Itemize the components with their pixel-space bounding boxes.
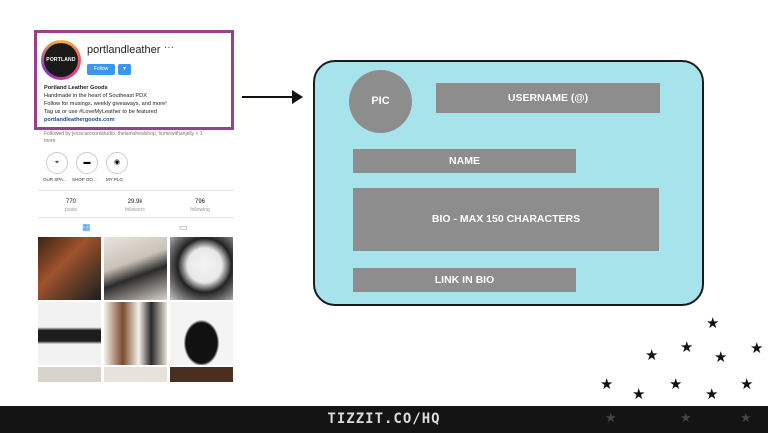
suggested-dropdown-button[interactable]: ▾	[118, 64, 131, 75]
star-icon: ★	[645, 347, 659, 364]
posts-label: posts	[65, 207, 77, 213]
bio-placeholder: BIO - MAX 150 CHARACTERS	[353, 188, 659, 251]
follow-button[interactable]: Follow	[87, 64, 115, 75]
star-icon: ★	[705, 386, 719, 403]
followers-count[interactable]: 29.9k	[127, 199, 143, 205]
location-pin-icon[interactable]: ⌖	[46, 152, 68, 174]
photo-shop-display[interactable]	[104, 302, 167, 365]
star-icon: ★	[632, 386, 646, 403]
star-icon: ★	[605, 410, 617, 425]
followers-label[interactable]: followers	[125, 207, 145, 213]
photo-partial[interactable]	[104, 367, 167, 382]
star-icon: ★	[750, 340, 764, 357]
more-link[interactable]: more	[44, 138, 56, 144]
star-icon: ★	[706, 315, 720, 332]
photo-leather-bags[interactable]	[38, 237, 101, 300]
star-icon: ★	[669, 376, 683, 393]
star-icon: ★	[740, 376, 754, 393]
divider	[38, 190, 234, 191]
link-placeholder: LINK IN BIO	[353, 268, 576, 292]
bio-line: Tag us or use #LoveMyLeather to be featu…	[44, 109, 157, 115]
avatar[interactable]: PORTLAND	[44, 43, 78, 77]
profile-link[interactable]: portlandleathergoods.com	[44, 117, 115, 123]
photo-dog[interactable]	[170, 237, 233, 300]
van-icon[interactable]: ▬	[76, 152, 98, 174]
pic-placeholder: PIC	[349, 70, 412, 133]
star-icon: ★	[680, 410, 692, 425]
divider	[38, 217, 234, 218]
arrow-line	[242, 96, 294, 98]
star-icon: ★	[600, 376, 614, 393]
footer-url[interactable]: TIZZIT.CO/HQ	[327, 411, 441, 427]
photo-craftsman[interactable]	[104, 237, 167, 300]
bio-line: Handmade in the heart of Southeast PDX	[44, 93, 147, 99]
more-options-icon[interactable]: ···	[164, 42, 174, 53]
camera-icon[interactable]: ◉	[106, 152, 128, 174]
highlight-label: MY PLG	[106, 177, 123, 182]
arrow-right-icon	[292, 90, 303, 104]
bio-line: Follow for musings, weekly giveaways, an…	[44, 101, 167, 107]
followed-by-text[interactable]: Followed by jessicarecordstudio, thelamo…	[44, 131, 203, 137]
profile-header-highlight	[34, 30, 234, 130]
photo-partial[interactable]	[38, 367, 101, 382]
highlight-label: OUR SPA...	[43, 177, 67, 182]
footer-bar	[0, 406, 768, 433]
photo-black-tote[interactable]	[170, 302, 233, 365]
highlight-label: SHOP OO...	[72, 177, 97, 182]
photo-black-wallet[interactable]	[38, 302, 101, 365]
tagged-icon[interactable]: ▭	[179, 222, 188, 232]
profile-display-name: Portland Leather Goods	[44, 85, 108, 91]
grid-view-icon[interactable]: ▦	[82, 222, 91, 232]
star-icon: ★	[680, 339, 694, 356]
star-icon: ★	[714, 349, 728, 366]
posts-count: 770	[65, 199, 76, 205]
star-icon: ★	[740, 410, 752, 425]
name-placeholder: NAME	[353, 149, 576, 173]
photo-partial[interactable]	[170, 367, 233, 382]
following-label[interactable]: following	[190, 207, 210, 213]
profile-username: portlandleather	[87, 44, 161, 56]
following-count[interactable]: 796	[194, 199, 205, 205]
username-placeholder: USERNAME (@)	[436, 83, 660, 113]
